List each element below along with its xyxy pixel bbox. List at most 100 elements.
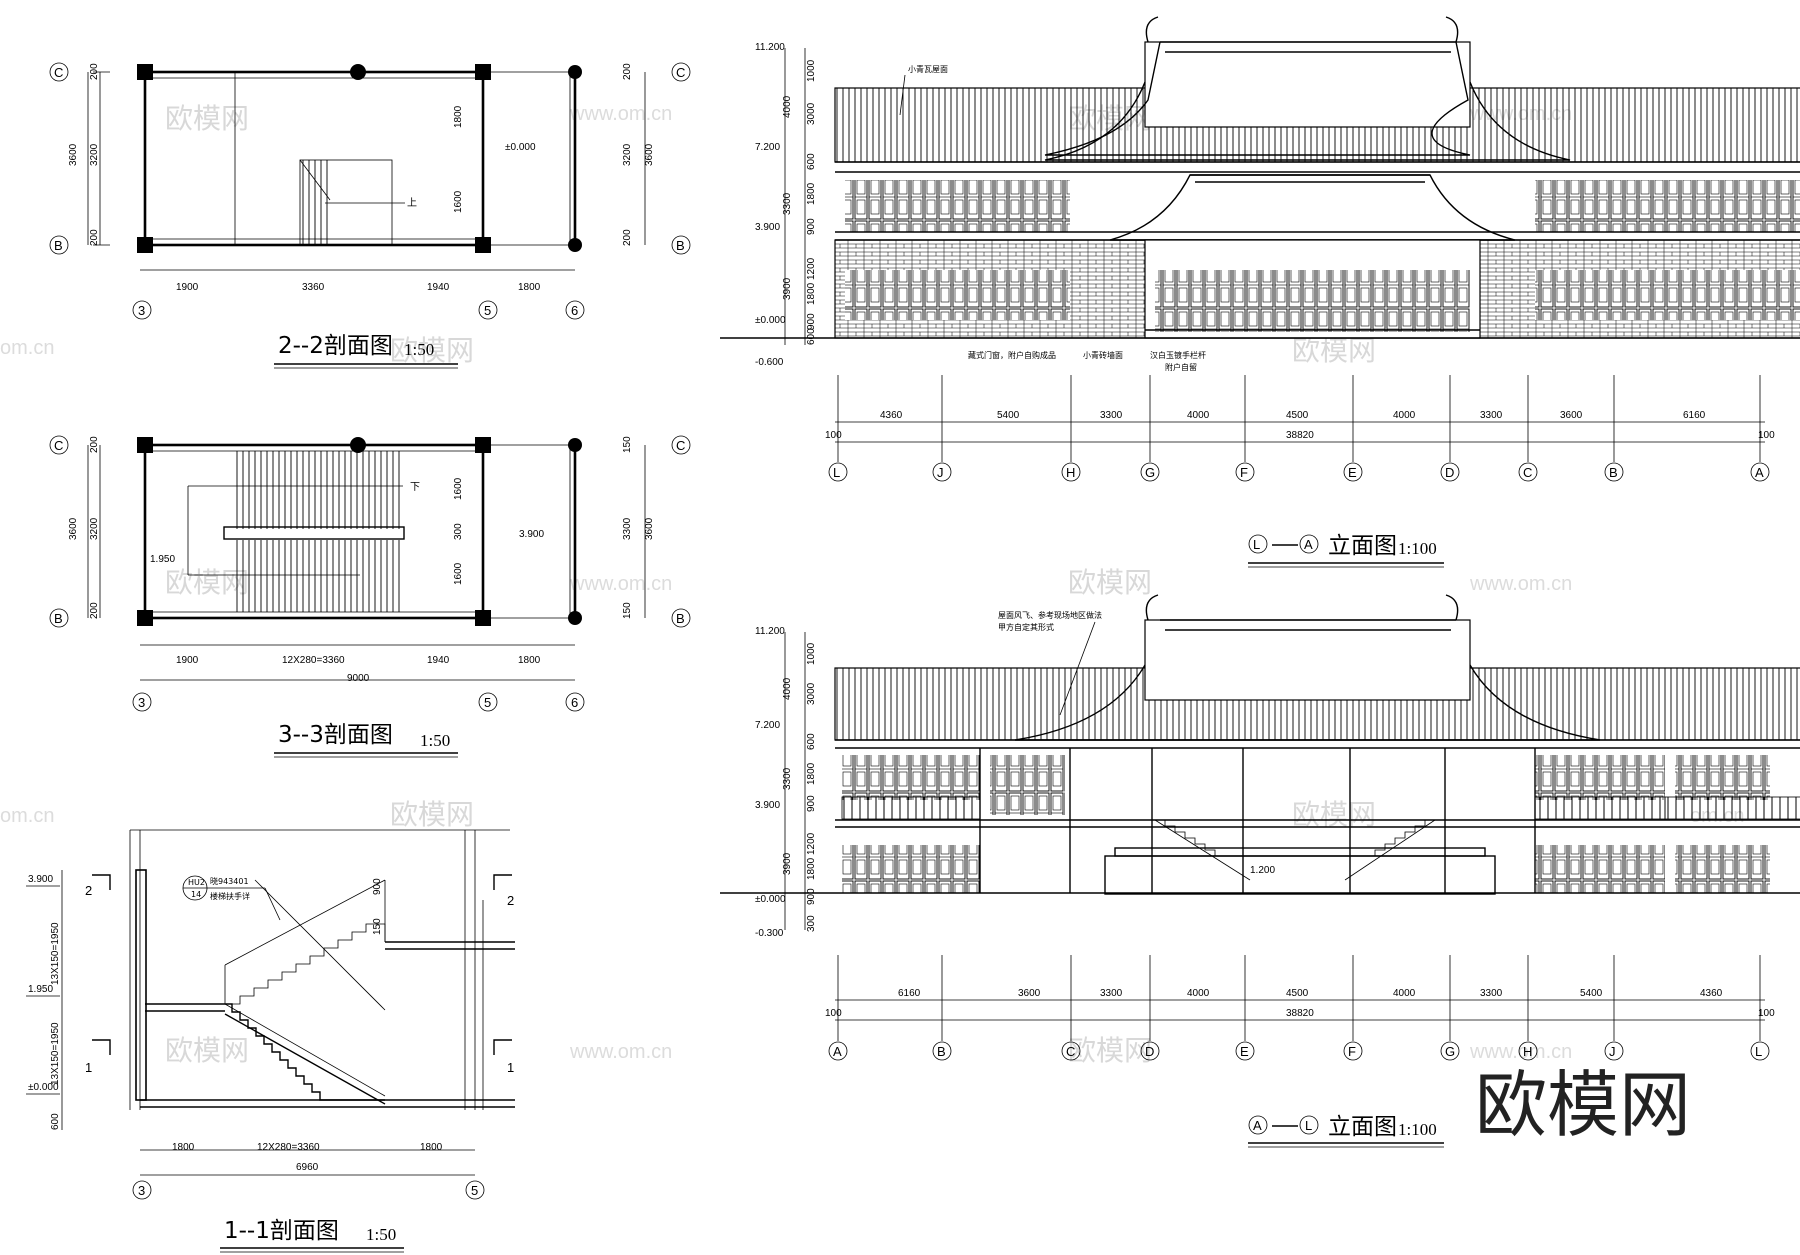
dim-text: 1600 <box>453 562 464 585</box>
axis-label: B <box>54 238 63 253</box>
axis-label: L <box>833 465 840 480</box>
dim-text: 3300 <box>1100 988 1123 999</box>
dim-text: 3600 <box>1560 410 1583 421</box>
axis-bubble <box>932 462 952 482</box>
watermark-url: om.cn <box>0 805 54 827</box>
axis-label: B <box>676 238 685 253</box>
callout-text: 晓943401 <box>210 876 249 886</box>
axis-bubble <box>1440 462 1460 482</box>
scale-label: 1:100 <box>1398 539 1437 558</box>
dim-total: 38820 <box>1286 1008 1314 1019</box>
level-label: 1.950 <box>28 984 53 995</box>
dim-text: 4000 <box>1393 410 1416 421</box>
axis-label: L <box>1755 1044 1762 1059</box>
watermark-url: om.cn <box>0 337 54 359</box>
axis-label: B <box>1609 465 1618 480</box>
dim-text: 1800 <box>518 282 541 293</box>
dim-text: 1000 <box>806 59 817 82</box>
column-round <box>568 438 582 452</box>
dim-text: 200 <box>89 63 100 80</box>
dim-text: 100 <box>825 1008 842 1019</box>
scale-label: 1:100 <box>1398 1120 1437 1139</box>
dim-text: 1000 <box>806 642 817 665</box>
dim-text: 900 <box>806 218 817 235</box>
dim-text: 1900 <box>176 655 199 666</box>
stair-flight-lower <box>235 540 403 612</box>
dim-total: 9000 <box>347 673 370 684</box>
axis-label: C <box>54 65 63 80</box>
watermark-brand: 欧模网 <box>1068 566 1152 599</box>
dim-text: 600 <box>806 733 817 750</box>
elevation-al-title: A L 立面图 1:100 <box>1248 1114 1444 1148</box>
axis-label: 5 <box>484 303 491 318</box>
section-33: 下 1.950 3.900 3600 3200 200 200 150 3300… <box>49 435 691 758</box>
column-square <box>137 237 153 253</box>
dim-text: 6160 <box>1683 410 1706 421</box>
callout-text: 楼梯扶手详 <box>210 891 250 901</box>
watermark-url: www.om.cn <box>569 573 672 595</box>
dim-text: 900 <box>372 878 383 895</box>
axis-label: J <box>937 465 944 480</box>
dim-text: 3300 <box>1480 988 1503 999</box>
dim-text: 1800 <box>806 182 817 205</box>
dim-text: 200 <box>89 229 100 246</box>
axis-label: J <box>1609 1044 1616 1059</box>
section-title: 1--1剖面图 <box>224 1218 339 1244</box>
axis-label: D <box>1145 1044 1154 1059</box>
axis-label: 3 <box>138 1183 145 1198</box>
axis-bubble <box>932 1041 952 1061</box>
axis-bubble <box>1604 1041 1624 1061</box>
dim-text: 1200 <box>806 832 817 855</box>
axis-label: 6 <box>571 303 578 318</box>
dim-text: 1800 <box>806 282 817 305</box>
axis-label: 5 <box>471 1183 478 1198</box>
watermark-brand: 欧模网 <box>1068 1034 1152 1067</box>
dim-text: 1940 <box>427 655 450 666</box>
dim-text: 5400 <box>997 410 1020 421</box>
dim-text: 1600 <box>453 190 464 213</box>
axis-bubble <box>828 1041 848 1061</box>
dim-text: 200 <box>89 436 100 453</box>
axis-label: G <box>1445 1044 1455 1059</box>
axis-bubble <box>1343 462 1363 482</box>
column-round <box>350 64 366 80</box>
cut-mark: 1 <box>507 1060 514 1075</box>
dim-text: 1800 <box>806 762 817 785</box>
axis-label: 6 <box>571 695 578 710</box>
dim-text: 3360 <box>302 282 325 293</box>
level-label: 3.900 <box>755 222 780 233</box>
dim-text: 1800 <box>420 1142 443 1153</box>
axis-bubble <box>1061 1041 1081 1061</box>
stair-note: 上 <box>407 197 417 209</box>
dim-text: 3300 <box>1480 410 1503 421</box>
watermark-brand: 欧模网 <box>390 334 474 367</box>
dim-text: 5400 <box>1580 988 1603 999</box>
dim-text: 13X150=1950 <box>50 922 61 985</box>
section-title: 3--3剖面图 <box>278 722 393 748</box>
axis-label: C <box>1066 1044 1075 1059</box>
axis-label: E <box>1348 465 1357 480</box>
dim-text: 200 <box>622 63 633 80</box>
dim-text: 600 <box>50 1113 61 1130</box>
axis-label: C <box>676 438 685 453</box>
dim-text: 1800 <box>453 105 464 128</box>
section-22: 上 ±0.000 3600 3200 200 200 200 3200 3600… <box>49 62 691 369</box>
level-label: 11.200 <box>755 42 785 53</box>
level-label: 3.900 <box>28 874 53 885</box>
watermark-brand: 欧模网 <box>165 102 249 135</box>
dim-total: 38820 <box>1286 430 1314 441</box>
dim-text: 4500 <box>1286 410 1309 421</box>
watermark-url: www.om.cn <box>1469 573 1572 595</box>
dim-text: 1900 <box>176 282 199 293</box>
dim-text: 900 <box>806 795 817 812</box>
title-axis-from: L <box>1253 537 1260 552</box>
title-axis-to: A <box>1304 537 1313 552</box>
cut-mark: 2 <box>85 883 92 898</box>
axis-bubble <box>828 462 848 482</box>
axis-label: G <box>1145 465 1155 480</box>
axis-label: 5 <box>484 695 491 710</box>
elevation-la-title: L A 立面图 1:100 <box>1248 533 1444 568</box>
level-label: 7.200 <box>755 142 780 153</box>
